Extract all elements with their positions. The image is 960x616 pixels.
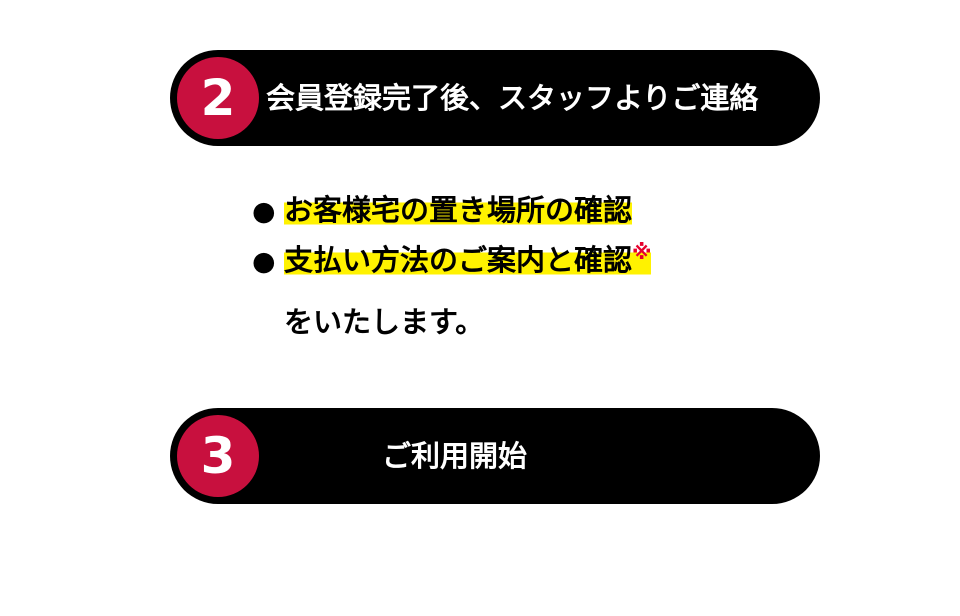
detail-line-closing: をいたします。: [252, 285, 852, 339]
detail-text-payment-label: 支払い方法のご案内と確認: [284, 243, 633, 277]
detail-text-placement: お客様宅の置き場所の確認: [284, 193, 633, 227]
detail-text-payment: 支払い方法のご案内と確認※: [284, 240, 652, 277]
step-2-number-badge: 2: [177, 57, 259, 139]
step-2-title: 会員登録完了後、スタッフよりご連絡: [266, 81, 759, 115]
detail-line-payment: ● 支払い方法のご案内と確認※: [252, 235, 852, 285]
detail-text-closing: をいたします。: [284, 305, 485, 339]
detail-line-placement: ● お客様宅の置き場所の確認: [252, 185, 852, 235]
step-2-banner: 2 会員登録完了後、スタッフよりご連絡: [170, 50, 820, 146]
bullet-icon: ●: [252, 246, 276, 277]
note-mark-icon: ※: [632, 240, 652, 264]
step-3-title: ご利用開始: [382, 439, 528, 473]
bullet-icon: ●: [252, 196, 276, 227]
step-3-banner: 3 ご利用開始: [170, 408, 820, 504]
step-2-details: ● お客様宅の置き場所の確認 ● 支払い方法のご案内と確認※ をいたします。: [252, 185, 852, 339]
step-3-number-badge: 3: [177, 415, 259, 497]
